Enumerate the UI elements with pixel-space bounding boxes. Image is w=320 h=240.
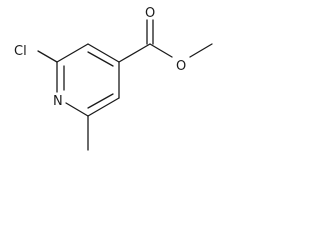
- chlorine-label: Cl: [14, 44, 27, 59]
- bond-c5-c6-inner: [87, 93, 114, 109]
- nitrogen-label: N: [53, 94, 63, 109]
- bond-ester-o-methyl: [189, 43, 213, 58]
- bond-c6-n1: [65, 102, 89, 117]
- carbonyl-oxygen-label: O: [145, 6, 155, 21]
- ester-oxygen-label: O: [176, 59, 186, 74]
- bond-carbonyl-ester-o: [149, 43, 173, 58]
- chemical-structure: Cl N O O: [14, 6, 213, 151]
- bond-c5-c6: [87, 97, 120, 117]
- bond-c4-carbonyl: [118, 43, 151, 63]
- bond-c2-cl: [37, 50, 58, 63]
- structure-canvas: Cl N O O: [14, 6, 213, 151]
- bond-c2-c3: [56, 43, 89, 63]
- bond-c3-c4-inner: [87, 51, 114, 67]
- bond-c3-c4: [87, 43, 120, 63]
